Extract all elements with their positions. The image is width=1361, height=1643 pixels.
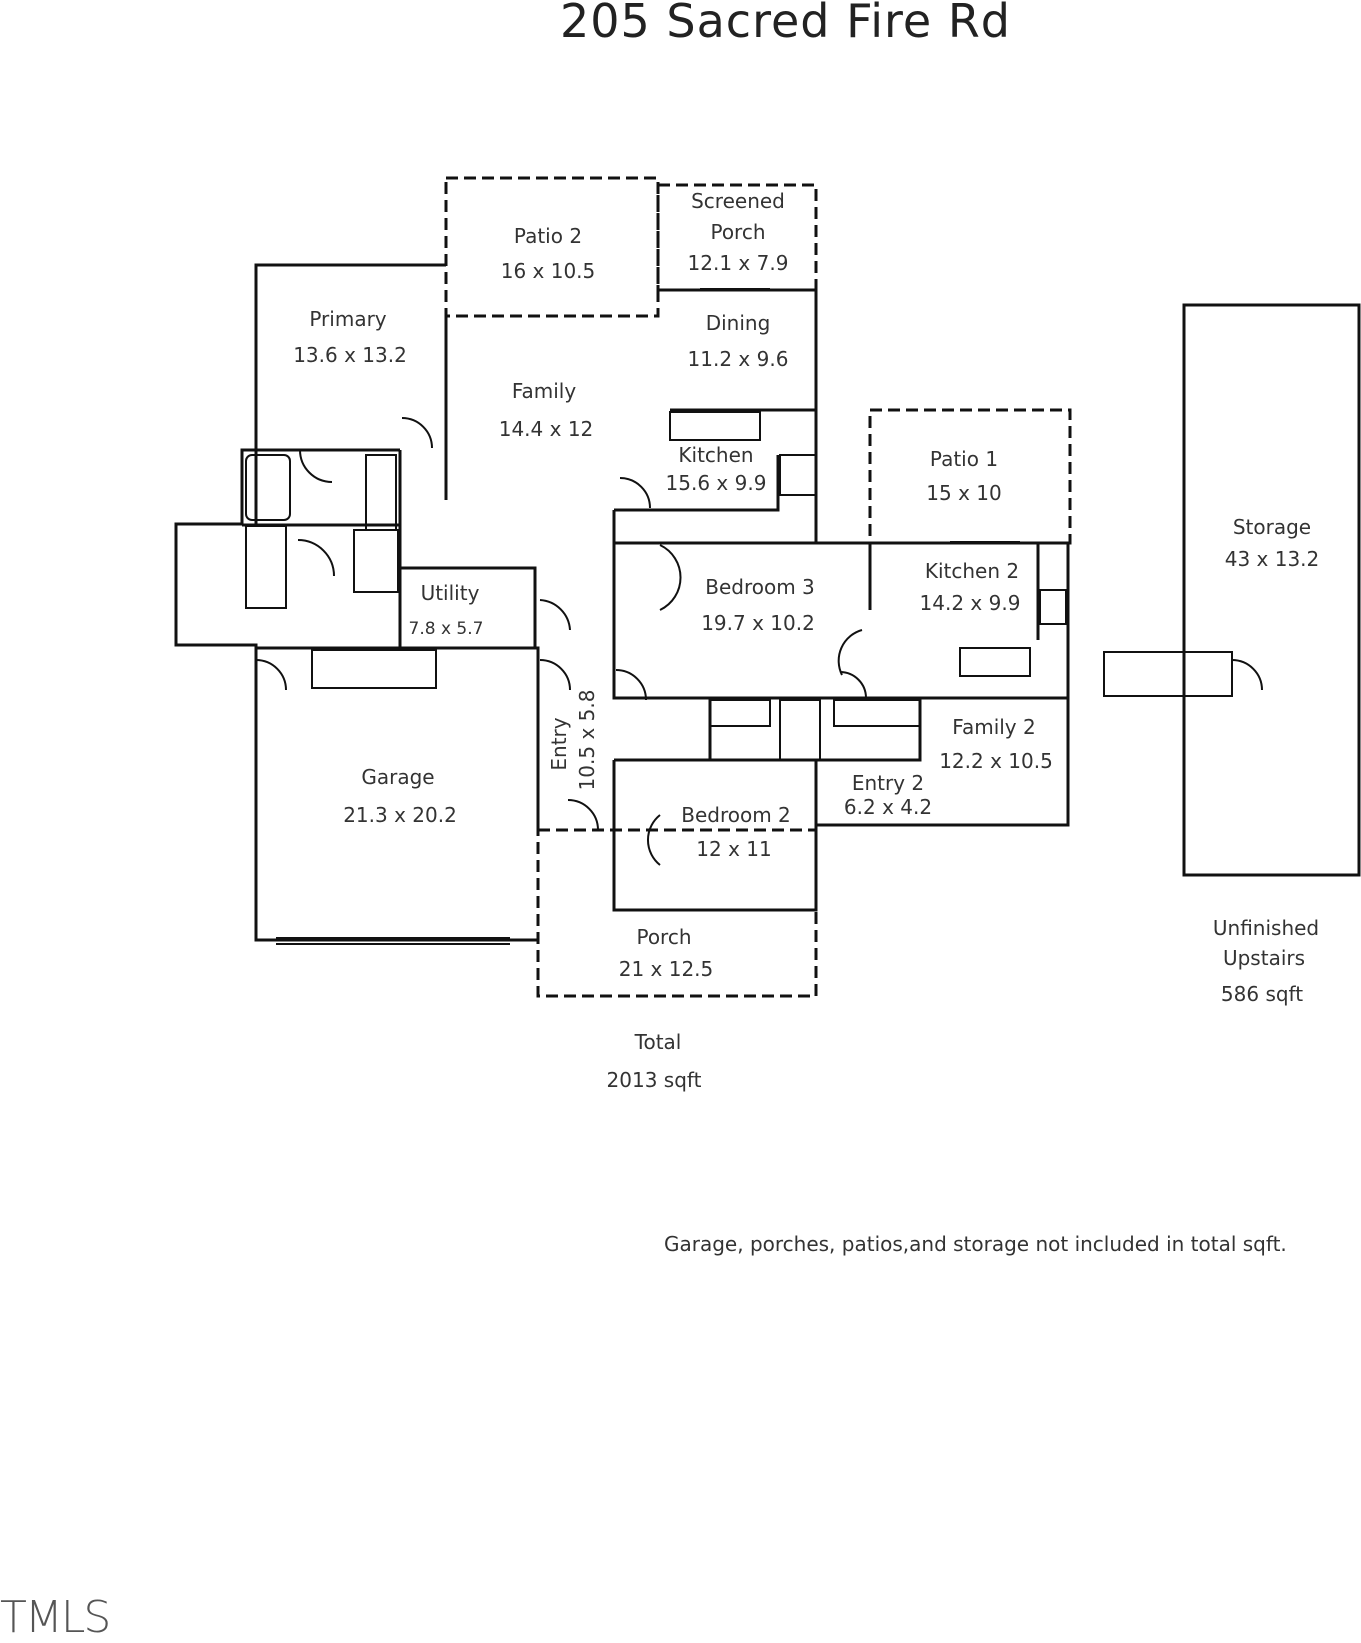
patio1-outline	[868, 408, 1072, 545]
bedroom2-name: Bedroom 2	[681, 803, 791, 827]
dining-size: 11.2 x 9.6	[688, 347, 789, 371]
upstairs-line1: Unfinished	[1212, 916, 1320, 940]
exterior-walls	[174, 263, 1070, 942]
patio2-name: Patio 2	[514, 224, 582, 248]
dining-name: Dining	[706, 311, 771, 335]
porch-size: 21 x 12.5	[619, 957, 714, 981]
upstairs-value: 586 sqft	[1220, 982, 1304, 1006]
screened-porch-name1: Screened	[691, 189, 785, 213]
screened-porch-name2: Porch	[710, 220, 765, 244]
kitchen-size: 15.6 x 9.9	[666, 471, 767, 495]
patio2-size: 16 x 10.5	[501, 259, 596, 283]
storage-outline	[1182, 303, 1361, 877]
utility-name: Utility	[421, 581, 480, 605]
openings	[276, 288, 1020, 945]
porch-name: Porch	[636, 925, 691, 949]
stairs	[311, 649, 1233, 697]
bedroom3-size: 19.7 x 10.2	[701, 611, 815, 635]
total-value: 2013 sqft	[606, 1068, 702, 1092]
fixtures	[245, 411, 1067, 761]
utility-size: 7.8 x 5.7	[409, 619, 484, 639]
page-title: 205 Sacred Fire Rd	[560, 0, 1012, 48]
total-label: Total	[634, 1030, 682, 1054]
family2-name: Family 2	[952, 715, 1035, 739]
family-name: Family	[512, 379, 577, 403]
screened-porch-size: 12.1 x 7.9	[688, 251, 789, 275]
porch-outline	[536, 828, 818, 998]
patio2-outline	[444, 176, 660, 318]
kitchen2-name: Kitchen 2	[925, 559, 1019, 583]
patio1-size: 15 x 10	[926, 481, 1001, 505]
storage-name: Storage	[1233, 515, 1311, 539]
kitchen-name: Kitchen	[678, 443, 753, 467]
entry-size: 10.5 x 5.8	[575, 690, 599, 791]
primary-size: 13.6 x 13.2	[293, 343, 407, 367]
entry-name: Entry	[547, 717, 571, 770]
patio1-name: Patio 1	[930, 447, 998, 471]
family-size: 14.4 x 12	[499, 417, 594, 441]
entry2-size: 6.2 x 4.2	[844, 795, 932, 819]
bedroom3-name: Bedroom 3	[705, 575, 815, 599]
entry2-name: Entry 2	[852, 771, 924, 795]
door-swings	[255, 417, 1263, 866]
storage-size: 43 x 13.2	[1225, 547, 1320, 571]
family2-size: 12.2 x 10.5	[939, 749, 1053, 773]
bedroom2-size: 12 x 11	[696, 837, 771, 861]
footnote: Garage, porches, patios,and storage not …	[664, 1232, 1287, 1256]
garage-size: 21.3 x 20.2	[343, 803, 457, 827]
primary-name: Primary	[309, 307, 386, 331]
kitchen2-size: 14.2 x 9.9	[920, 591, 1021, 615]
garage-name: Garage	[361, 765, 434, 789]
upstairs-line2: Upstairs	[1222, 946, 1306, 970]
mls-watermark: TMLS	[0, 1592, 111, 1643]
